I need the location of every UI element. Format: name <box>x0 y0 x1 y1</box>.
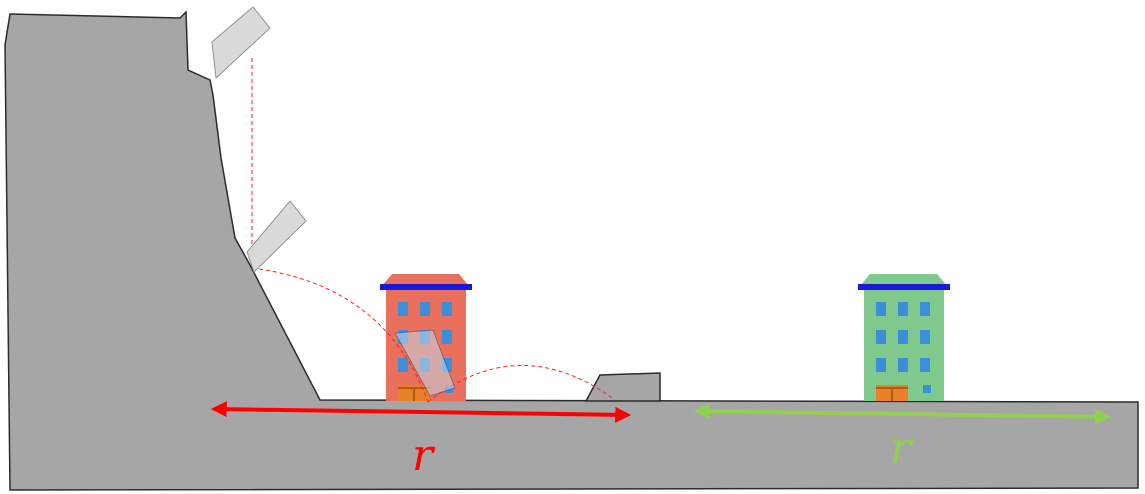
rock-trajectory <box>251 58 616 403</box>
safe-zone-label: r <box>890 423 914 474</box>
fallen-rock <box>584 372 661 402</box>
building-icon-safe-zone <box>858 274 950 401</box>
safe-zone-arrow <box>693 403 1112 425</box>
falling-rock-icon <box>211 6 456 397</box>
danger-zone-label: r <box>412 430 436 481</box>
cliff-terrain <box>4 10 1139 491</box>
danger-zone-arrow <box>210 401 632 423</box>
